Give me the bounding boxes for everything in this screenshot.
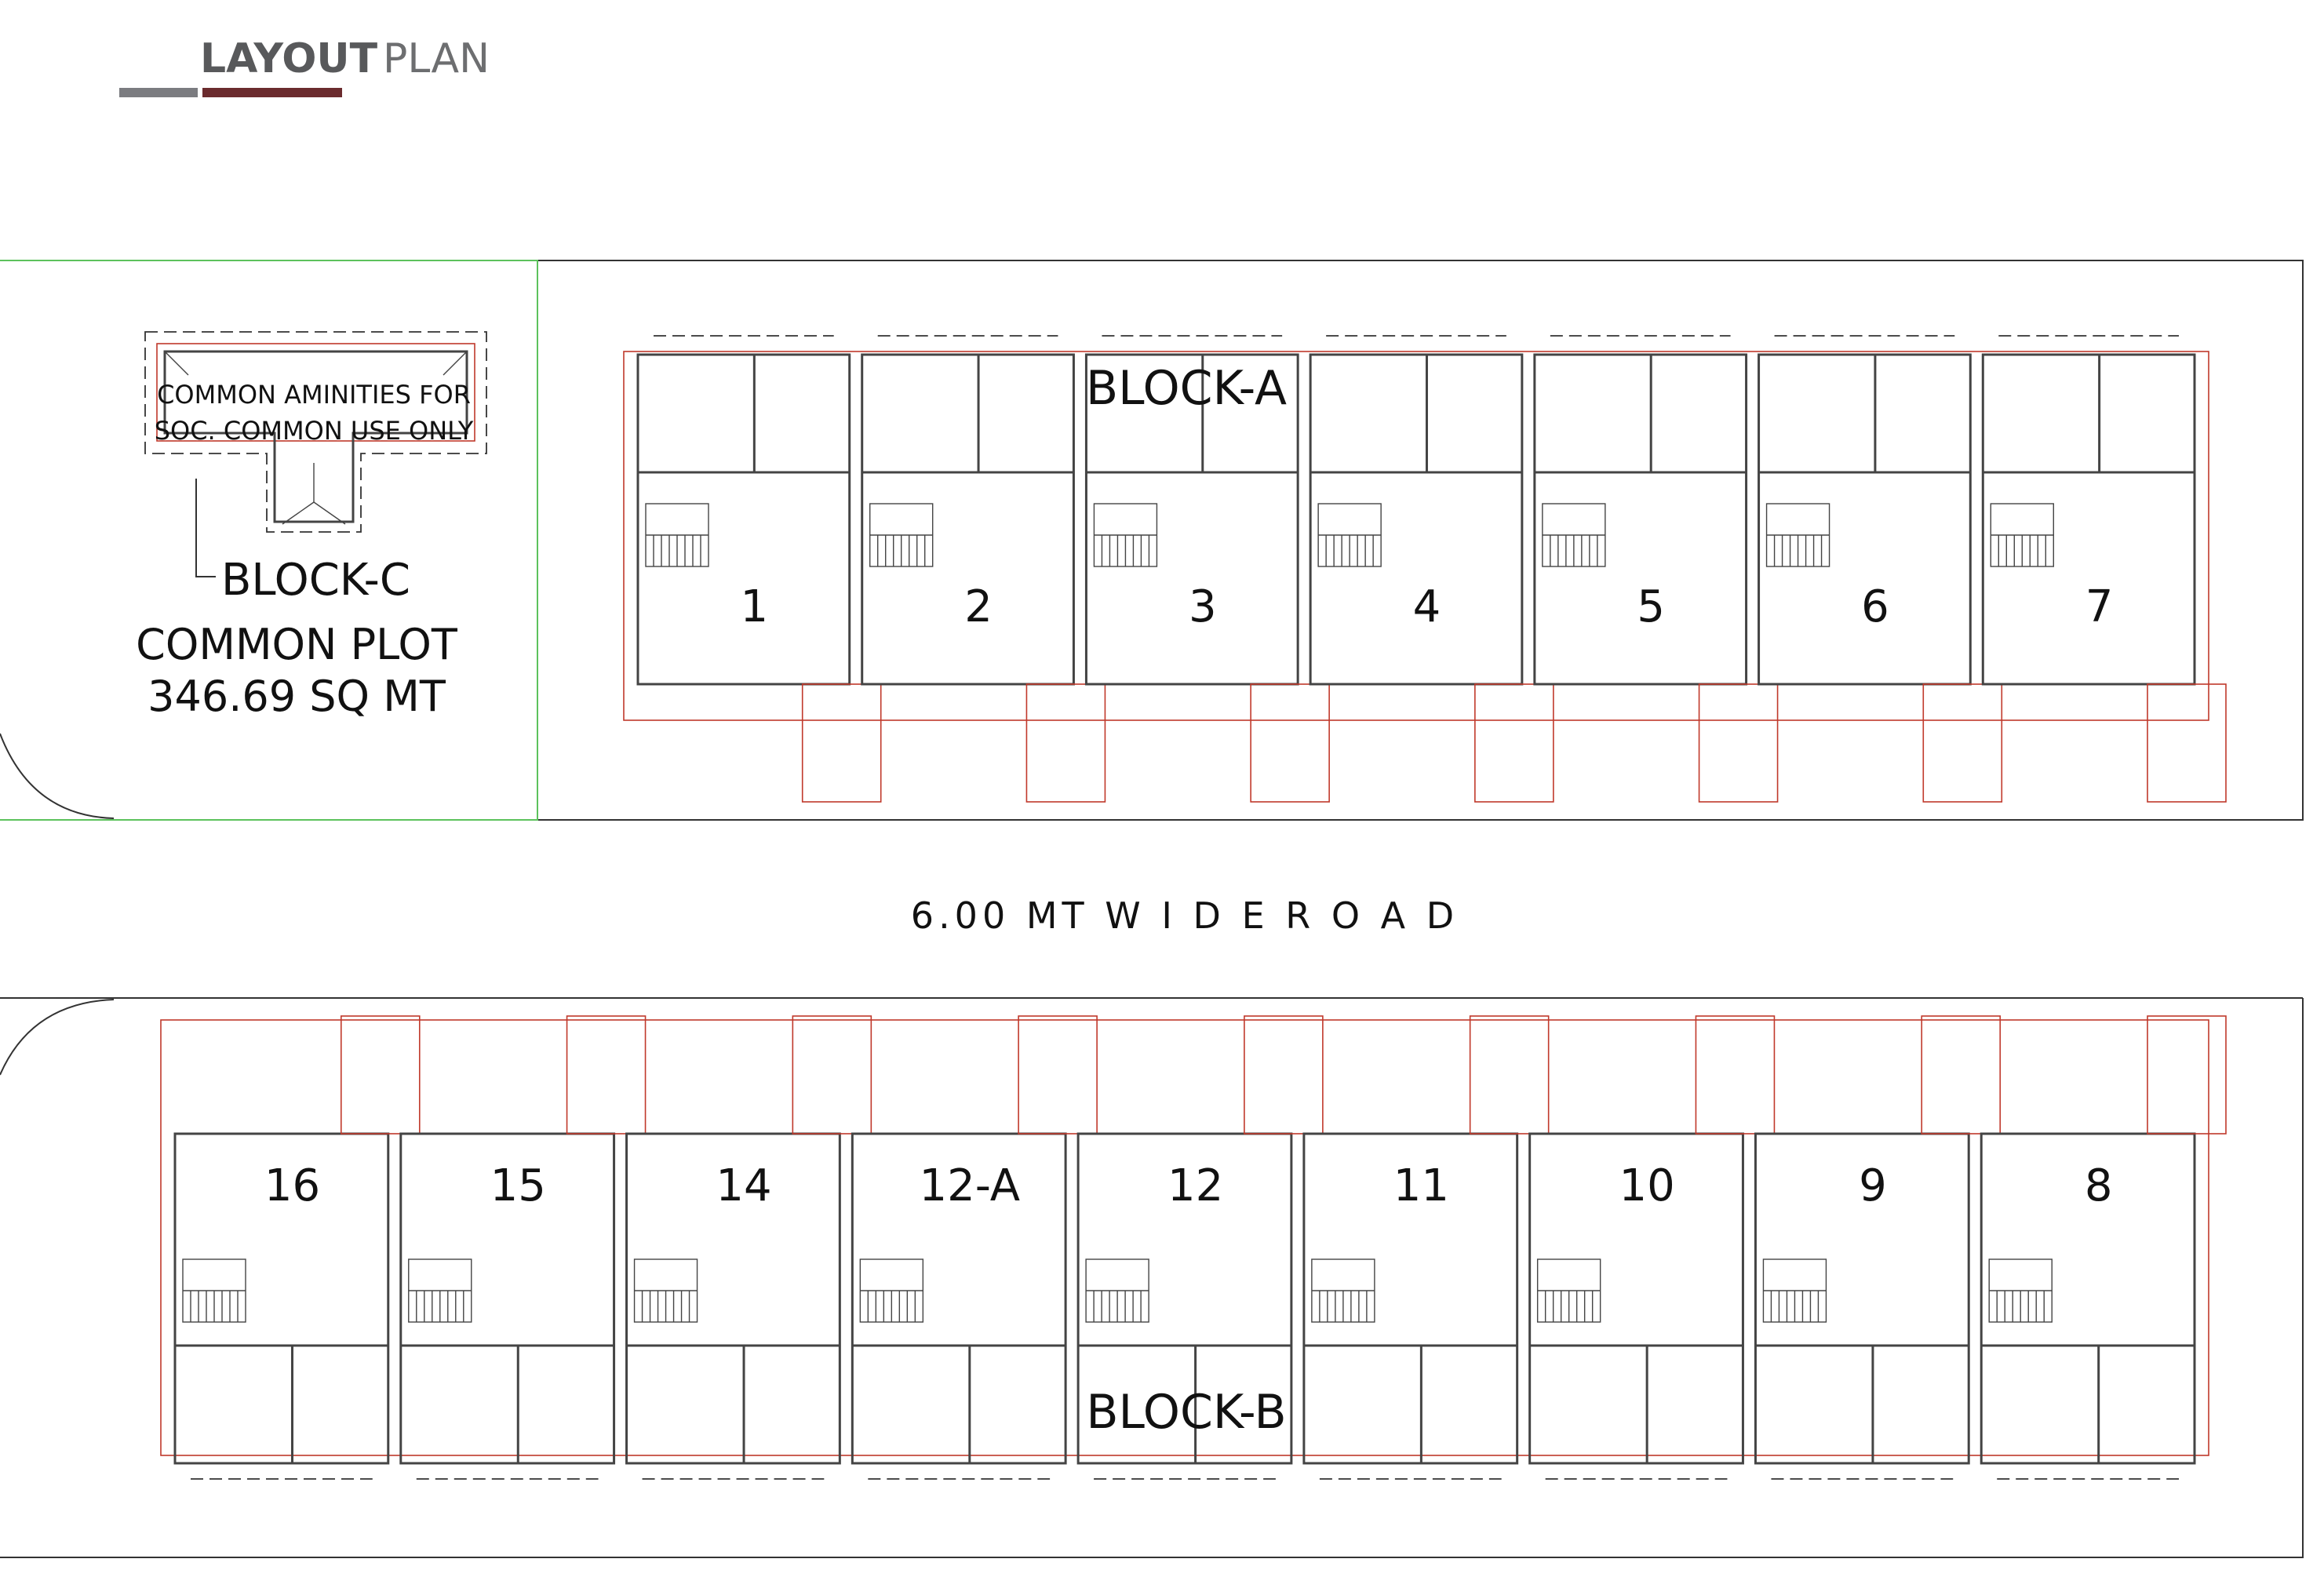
- block-c-outer-outline: [144, 331, 487, 533]
- unit-number: 7: [2085, 581, 2114, 632]
- block-c-label: BLOCK-C: [221, 555, 410, 606]
- unit-number: 9: [1859, 1160, 1887, 1211]
- unit-wall: [1980, 1132, 2196, 1465]
- header-underline-gray: [119, 88, 198, 97]
- unit-wall: [1076, 1132, 1293, 1465]
- unit-number: 14: [716, 1160, 771, 1211]
- unit-wall: [851, 1132, 1067, 1465]
- unit-wall: [173, 1132, 390, 1465]
- block-a-red-outline: [623, 351, 2209, 721]
- block-a-unit-2: 3: [1084, 335, 1330, 803]
- header-title-bold: LAYOUT: [200, 35, 378, 82]
- header-underline-red: [202, 88, 342, 97]
- block-c-red-outline: [156, 343, 475, 442]
- common-plot-boundary: [0, 260, 538, 821]
- block-a-unit-4: 5: [1533, 335, 1779, 803]
- unit-wall: [1754, 1132, 1970, 1465]
- unit-wall: [1533, 353, 1748, 686]
- block-b-red-outline: [160, 1019, 2209, 1456]
- unit-number: 2: [964, 581, 993, 632]
- corner-curve-upper: [0, 733, 115, 819]
- block-a-unit-0: 1: [636, 335, 882, 803]
- unit-number: 10: [1619, 1160, 1675, 1211]
- block-c-note-line1: COMMON AMINITIES FOR: [157, 380, 471, 410]
- block-b-unit-4: 12: [1076, 1015, 1324, 1480]
- unit-number: 5: [1637, 581, 1665, 632]
- upper-site-outline: [0, 260, 2304, 821]
- block-b: 16 15 14 12-A 12 11 10 9 8 BLOCK-B: [160, 1015, 2227, 1480]
- unit-number: 3: [1189, 581, 1217, 632]
- block-b-label: BLOCK-B: [1086, 1385, 1286, 1440]
- block-a-unit-3: 4: [1309, 335, 1554, 803]
- block-b-unit-7: 9: [1754, 1015, 2002, 1480]
- block-b-unit-6: 10: [1528, 1015, 1776, 1480]
- block-a-unit-5: 6: [1758, 335, 2003, 803]
- block-c-walls: [163, 350, 468, 523]
- unit-number: 4: [1413, 581, 1441, 632]
- unit-wall: [1309, 353, 1524, 686]
- unit-wall: [625, 1132, 841, 1465]
- block-a-unit-6: 7: [1981, 335, 2227, 803]
- block-c-leader-line: [195, 479, 216, 577]
- block-a-unit-1: 2: [861, 335, 1106, 803]
- common-plot-area: 346.69 SQ MT: [148, 672, 446, 721]
- unit-number: 1: [741, 581, 769, 632]
- unit-wall: [1528, 1132, 1744, 1465]
- unit-number: 12-A: [920, 1160, 1021, 1211]
- page-header: LAYOUT PLAN: [119, 35, 490, 97]
- unit-wall: [1758, 353, 1972, 686]
- unit-number: 16: [264, 1160, 320, 1211]
- block-c-note-line2: SOC. COMMON USE ONLY: [155, 416, 474, 446]
- block-b-unit-0: 16: [173, 1015, 421, 1480]
- road-label: 6.00 MT W I D E R O A D: [911, 894, 1459, 937]
- header-title-light: PLAN: [383, 35, 490, 82]
- unit-wall: [861, 353, 1075, 686]
- lower-site-outline: [0, 998, 2304, 1558]
- common-plot-label: COMMON PLOT: [136, 620, 458, 669]
- unit-wall: [1981, 353, 2196, 686]
- unit-number: 6: [1861, 581, 1889, 632]
- block-b-unit-1: 15: [399, 1015, 647, 1480]
- unit-number: 11: [1393, 1160, 1449, 1211]
- unit-wall: [1084, 353, 1299, 686]
- unit-wall: [1302, 1132, 1519, 1465]
- unit-number: 8: [2085, 1160, 2113, 1211]
- unit-number: 12: [1167, 1160, 1223, 1211]
- block-b-unit-8: 8: [1980, 1015, 2227, 1480]
- block-b-unit-2: 14: [625, 1015, 872, 1480]
- block-c: COMMON AMINITIES FOR SOC. COMMON USE ONL…: [136, 331, 487, 721]
- unit-wall: [399, 1132, 616, 1465]
- block-b-unit-3: 12-A: [851, 1015, 1098, 1480]
- corner-curve-lower: [0, 999, 115, 1076]
- block-a-label: BLOCK-A: [1086, 361, 1287, 416]
- unit-wall: [636, 353, 851, 686]
- block-b-unit-5: 11: [1302, 1015, 1550, 1480]
- block-a: 1 2 3 4 5 6 7 BLOCK-A: [623, 335, 2227, 803]
- site-boundary: [0, 260, 2304, 1558]
- unit-number: 15: [490, 1160, 546, 1211]
